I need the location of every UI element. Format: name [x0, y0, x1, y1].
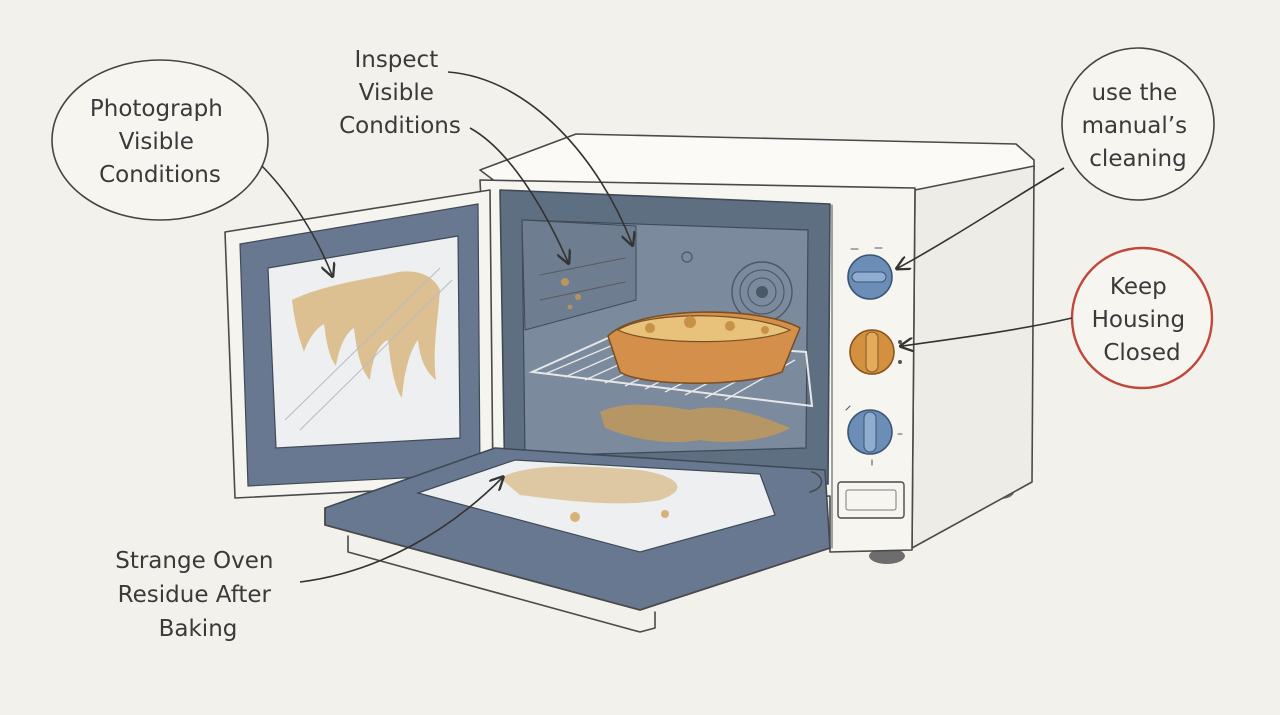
callout-photograph-text: Photograph Visible Conditions — [90, 96, 230, 188]
callout-manual: use the manual’s cleaning — [1061, 47, 1215, 201]
tray-front-edge — [324, 507, 831, 611]
oven-door — [224, 189, 494, 499]
callout-photograph-bubble — [51, 59, 269, 221]
callout-housing: Keep Housing Closed — [1070, 246, 1214, 390]
glass-residue-drips — [292, 271, 440, 398]
callout-housing-text: Keep Housing Closed — [1092, 274, 1193, 366]
control-panel — [837, 247, 905, 519]
callout-manual-bubble — [1061, 47, 1215, 201]
callout-manual-text: use the manual’s cleaning — [1082, 80, 1195, 172]
glass-reflection — [284, 267, 453, 431]
door-hinge — [809, 471, 823, 493]
knob-bottom-blue[interactable] — [845, 405, 903, 466]
floor-residue — [600, 404, 790, 443]
arrow-manual-to-knob — [898, 167, 1065, 268]
oven-light-icon — [681, 251, 693, 263]
callout-inspect: Inspect Visible Conditions — [339, 47, 461, 139]
callout-residue: Strange Oven Residue After Baking — [115, 548, 281, 642]
rack-guide-lines — [539, 257, 626, 301]
control-display-panel — [837, 481, 905, 519]
tray-crumb — [570, 512, 580, 522]
baking-dish — [607, 311, 801, 385]
leader-arrows — [261, 71, 1073, 583]
arrow-inspect-to-wall — [469, 127, 568, 262]
arrow-photograph-to-glass — [261, 165, 332, 275]
arrow-residue-to-tray — [299, 478, 502, 583]
arrow-housing-to-knob — [902, 317, 1073, 346]
callout-inspect-text: Inspect Visible Conditions — [339, 47, 461, 139]
tray-residue — [500, 466, 678, 504]
callout-residue-text: Strange Oven Residue After Baking — [115, 548, 281, 642]
knob-top-blue[interactable] — [847, 247, 893, 300]
door-handle — [347, 535, 656, 633]
control-display-inner — [845, 489, 897, 511]
arrow-inspect-to-cavity — [447, 71, 632, 244]
cavity-left-wall — [521, 219, 637, 331]
wall-residue-spot — [575, 294, 581, 300]
crumb-tray — [324, 447, 831, 633]
wall-residue-spot — [561, 278, 569, 286]
tray-crumb — [661, 510, 669, 518]
wall-residue-spot — [567, 304, 573, 310]
oven-foot-front — [869, 548, 905, 564]
oven-cavity — [499, 189, 831, 493]
callout-photograph: Photograph Visible Conditions — [51, 59, 269, 221]
